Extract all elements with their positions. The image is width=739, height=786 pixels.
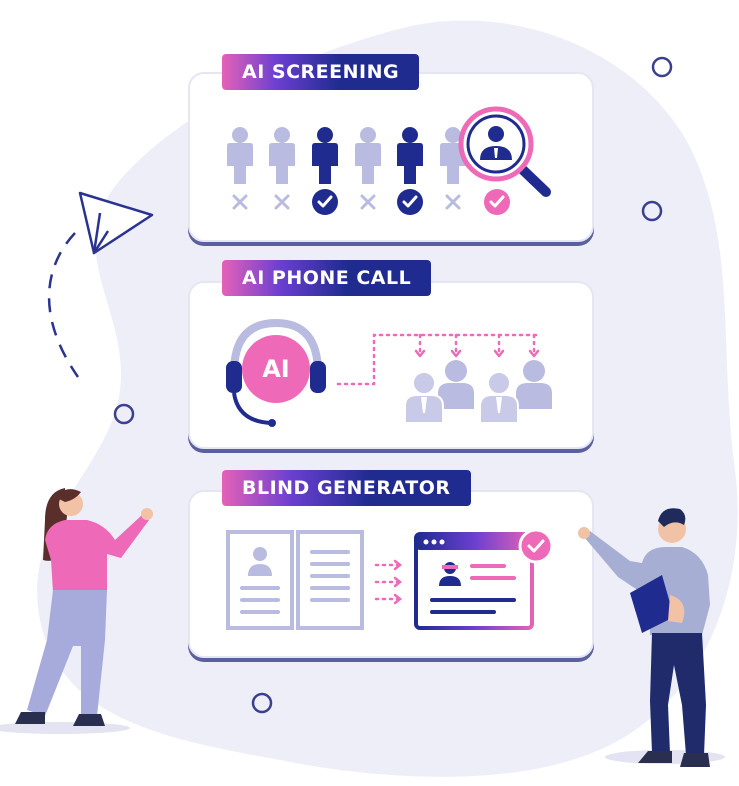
ring-icon	[251, 692, 273, 714]
person-icon	[312, 127, 338, 184]
person-icon	[227, 127, 253, 184]
check-icon	[312, 189, 510, 215]
person-icon	[269, 127, 295, 184]
paper-plane-icon	[47, 191, 154, 378]
headset-ai-text: AI	[262, 355, 290, 383]
screening-people-row	[227, 106, 551, 215]
magnifier-icon	[458, 106, 551, 197]
ring-icon	[113, 403, 135, 425]
person-icon	[355, 127, 381, 184]
woman-figure	[15, 488, 153, 726]
person-icon	[397, 127, 423, 184]
people-group-icon	[438, 360, 552, 409]
arrow-right-icon	[374, 559, 403, 605]
blind-generator-title: BLIND GENERATOR	[222, 470, 471, 506]
x-icon	[232, 194, 461, 210]
headset-icon	[226, 318, 326, 427]
connector-lines	[336, 333, 538, 386]
ai-screening-title: AI SCREENING	[222, 54, 420, 90]
resume-icon	[226, 530, 364, 630]
ring-icon	[651, 56, 673, 78]
arrow-down-icon	[414, 349, 540, 358]
man-figure	[578, 508, 710, 767]
phone-call-graphic	[226, 318, 552, 427]
blind-generator-graphic	[226, 528, 554, 630]
ring-icon	[641, 200, 663, 222]
ai-phone-call-title: AI PHONE CALL	[222, 260, 432, 296]
browser-window-icon	[414, 528, 554, 630]
